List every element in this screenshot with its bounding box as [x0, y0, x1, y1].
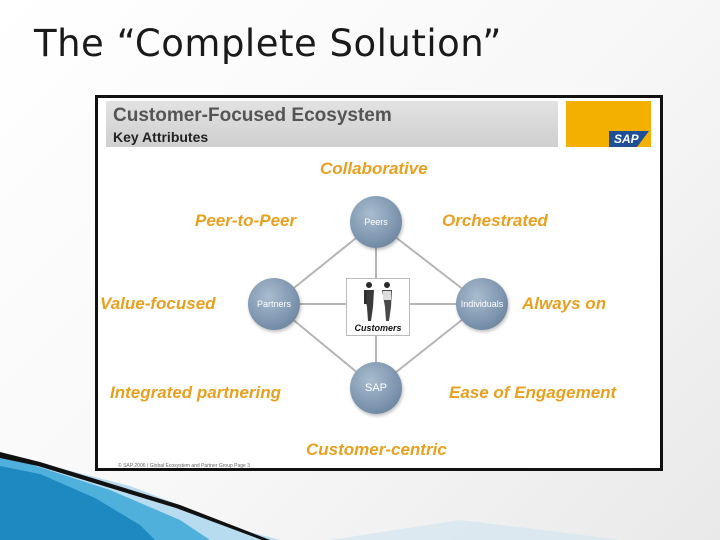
- node-individuals: Individuals: [456, 278, 508, 330]
- attribute-lower-right: Ease of Engagement: [449, 383, 616, 403]
- attribute-top: Collaborative: [320, 159, 428, 179]
- customers-label: Customers: [347, 323, 409, 333]
- node-peers: Peers: [350, 196, 402, 248]
- customers-figures: [347, 279, 409, 323]
- node-sap: SAP: [350, 362, 402, 414]
- footer-note: © SAP 2006 / Global Ecosystem and Partne…: [118, 463, 250, 469]
- attribute-lower-left: Integrated partnering: [110, 383, 281, 403]
- attribute-upper-left: Peer-to-Peer: [195, 211, 296, 231]
- slide-title: The “Complete Solution”: [34, 22, 502, 65]
- customers-box: Customers: [346, 278, 410, 336]
- attribute-right: Always on: [522, 294, 606, 314]
- embedded-slide-image: Customer-Focused Ecosystem Key Attribute…: [95, 95, 663, 471]
- attribute-bottom: Customer-centric: [306, 440, 447, 460]
- attribute-upper-right: Orchestrated: [442, 211, 548, 231]
- attribute-left: Value-focused: [100, 294, 216, 314]
- node-partners: Partners: [248, 278, 300, 330]
